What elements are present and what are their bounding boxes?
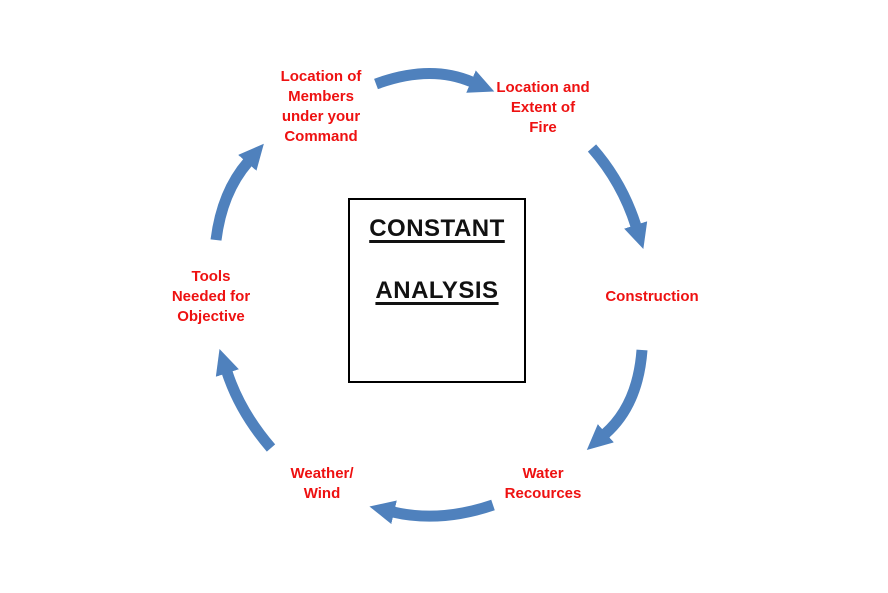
node-water-recources: Water Recources <box>504 465 582 502</box>
node-location-extent-of-fire: Location and Extent of Fire <box>496 79 590 136</box>
arrow-members-to-fire <box>374 67 495 93</box>
arrow-fire-to-construction <box>587 144 648 250</box>
center-box: CONSTANT ANALYSIS <box>348 198 526 383</box>
center-title-line-1: CONSTANT <box>369 215 505 242</box>
node-tools-needed-for-objective: Tools Needed for Objective <box>171 268 251 325</box>
node-construction: Construction <box>605 288 699 305</box>
arrow-tools-to-members <box>210 143 264 241</box>
center-title-line-2: ANALYSIS <box>375 277 499 304</box>
node-weather-wind: Weather/ Wind <box>290 465 354 502</box>
arrow-construction-to-water <box>586 349 648 450</box>
node-location-of-members: Location of Members under your Command <box>280 68 362 145</box>
arrow-weather-to-tools <box>215 348 276 452</box>
arrow-water-to-weather <box>369 499 495 525</box>
